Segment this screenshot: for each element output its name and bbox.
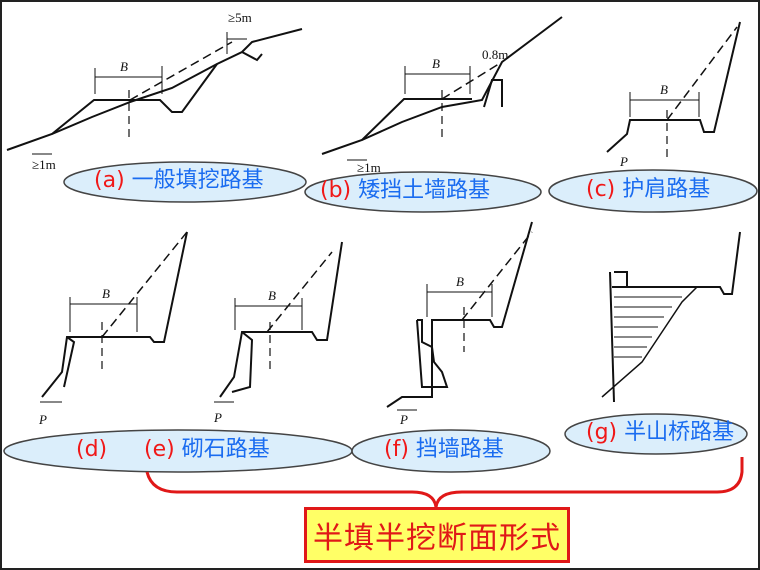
label-e-name: 砌石路基	[181, 437, 270, 462]
label-d: (d)	[76, 439, 107, 461]
dim-1m-a: ≥1m	[32, 157, 56, 172]
dim-0-8m: 0.8m	[482, 47, 509, 62]
label-b: (b) 矮挡土墙路基	[320, 180, 490, 202]
section-f	[386, 221, 533, 411]
dim-b-e: B	[268, 288, 276, 303]
label-d-tag: (d)	[76, 437, 108, 462]
section-g	[601, 231, 741, 403]
label-e: (e) 砌石路基	[144, 439, 270, 461]
dim-b-c: B	[660, 82, 668, 97]
label-f-name: 挡墙路基	[415, 437, 504, 462]
dim-b-b: B	[432, 56, 440, 71]
label-b-tag: (b)	[320, 178, 352, 203]
label-c-name: 护肩路基	[622, 177, 711, 202]
label-g-tag: (g)	[586, 420, 618, 445]
section-b	[321, 16, 563, 161]
dim-p-c: P	[620, 154, 628, 169]
label-g: (g) 半山桥路基	[586, 422, 734, 444]
label-ellipse-b	[304, 171, 542, 213]
label-a: (a) 一般填挖路基	[94, 170, 264, 192]
label-f-tag: (f)	[384, 437, 409, 462]
label-ellipse-a	[63, 161, 307, 203]
label-c-tag: (c)	[586, 177, 616, 202]
section-d	[40, 231, 188, 403]
label-a-name: 一般填挖路基	[131, 168, 264, 193]
section-c	[606, 21, 741, 157]
label-e-tag: (e)	[144, 437, 175, 462]
section-forms-title: 半填半挖断面形式	[304, 507, 570, 563]
dim-1m-b: ≥1m	[357, 160, 381, 175]
dim-p-f: P	[400, 412, 408, 427]
label-ellipse-f	[351, 429, 551, 473]
label-a-tag: (a)	[94, 168, 125, 193]
dim-5m: ≥5m	[228, 10, 252, 25]
red-bracket	[145, 457, 744, 508]
dim-b-f: B	[456, 274, 464, 289]
label-g-name: 半山桥路基	[624, 420, 735, 445]
label-c: (c) 护肩路基	[586, 179, 710, 201]
section-a	[6, 28, 303, 155]
dim-p-d: P	[39, 412, 47, 427]
label-ellipse-g	[564, 413, 748, 455]
dim-p-e: P	[214, 410, 222, 425]
label-b-name: 矮挡土墙路基	[358, 178, 491, 203]
dim-b-d: B	[102, 286, 110, 301]
dim-b-a: B	[120, 59, 128, 74]
label-ellipse-c	[548, 169, 758, 213]
label-f: (f) 挡墙路基	[384, 439, 504, 461]
section-e	[214, 241, 343, 403]
